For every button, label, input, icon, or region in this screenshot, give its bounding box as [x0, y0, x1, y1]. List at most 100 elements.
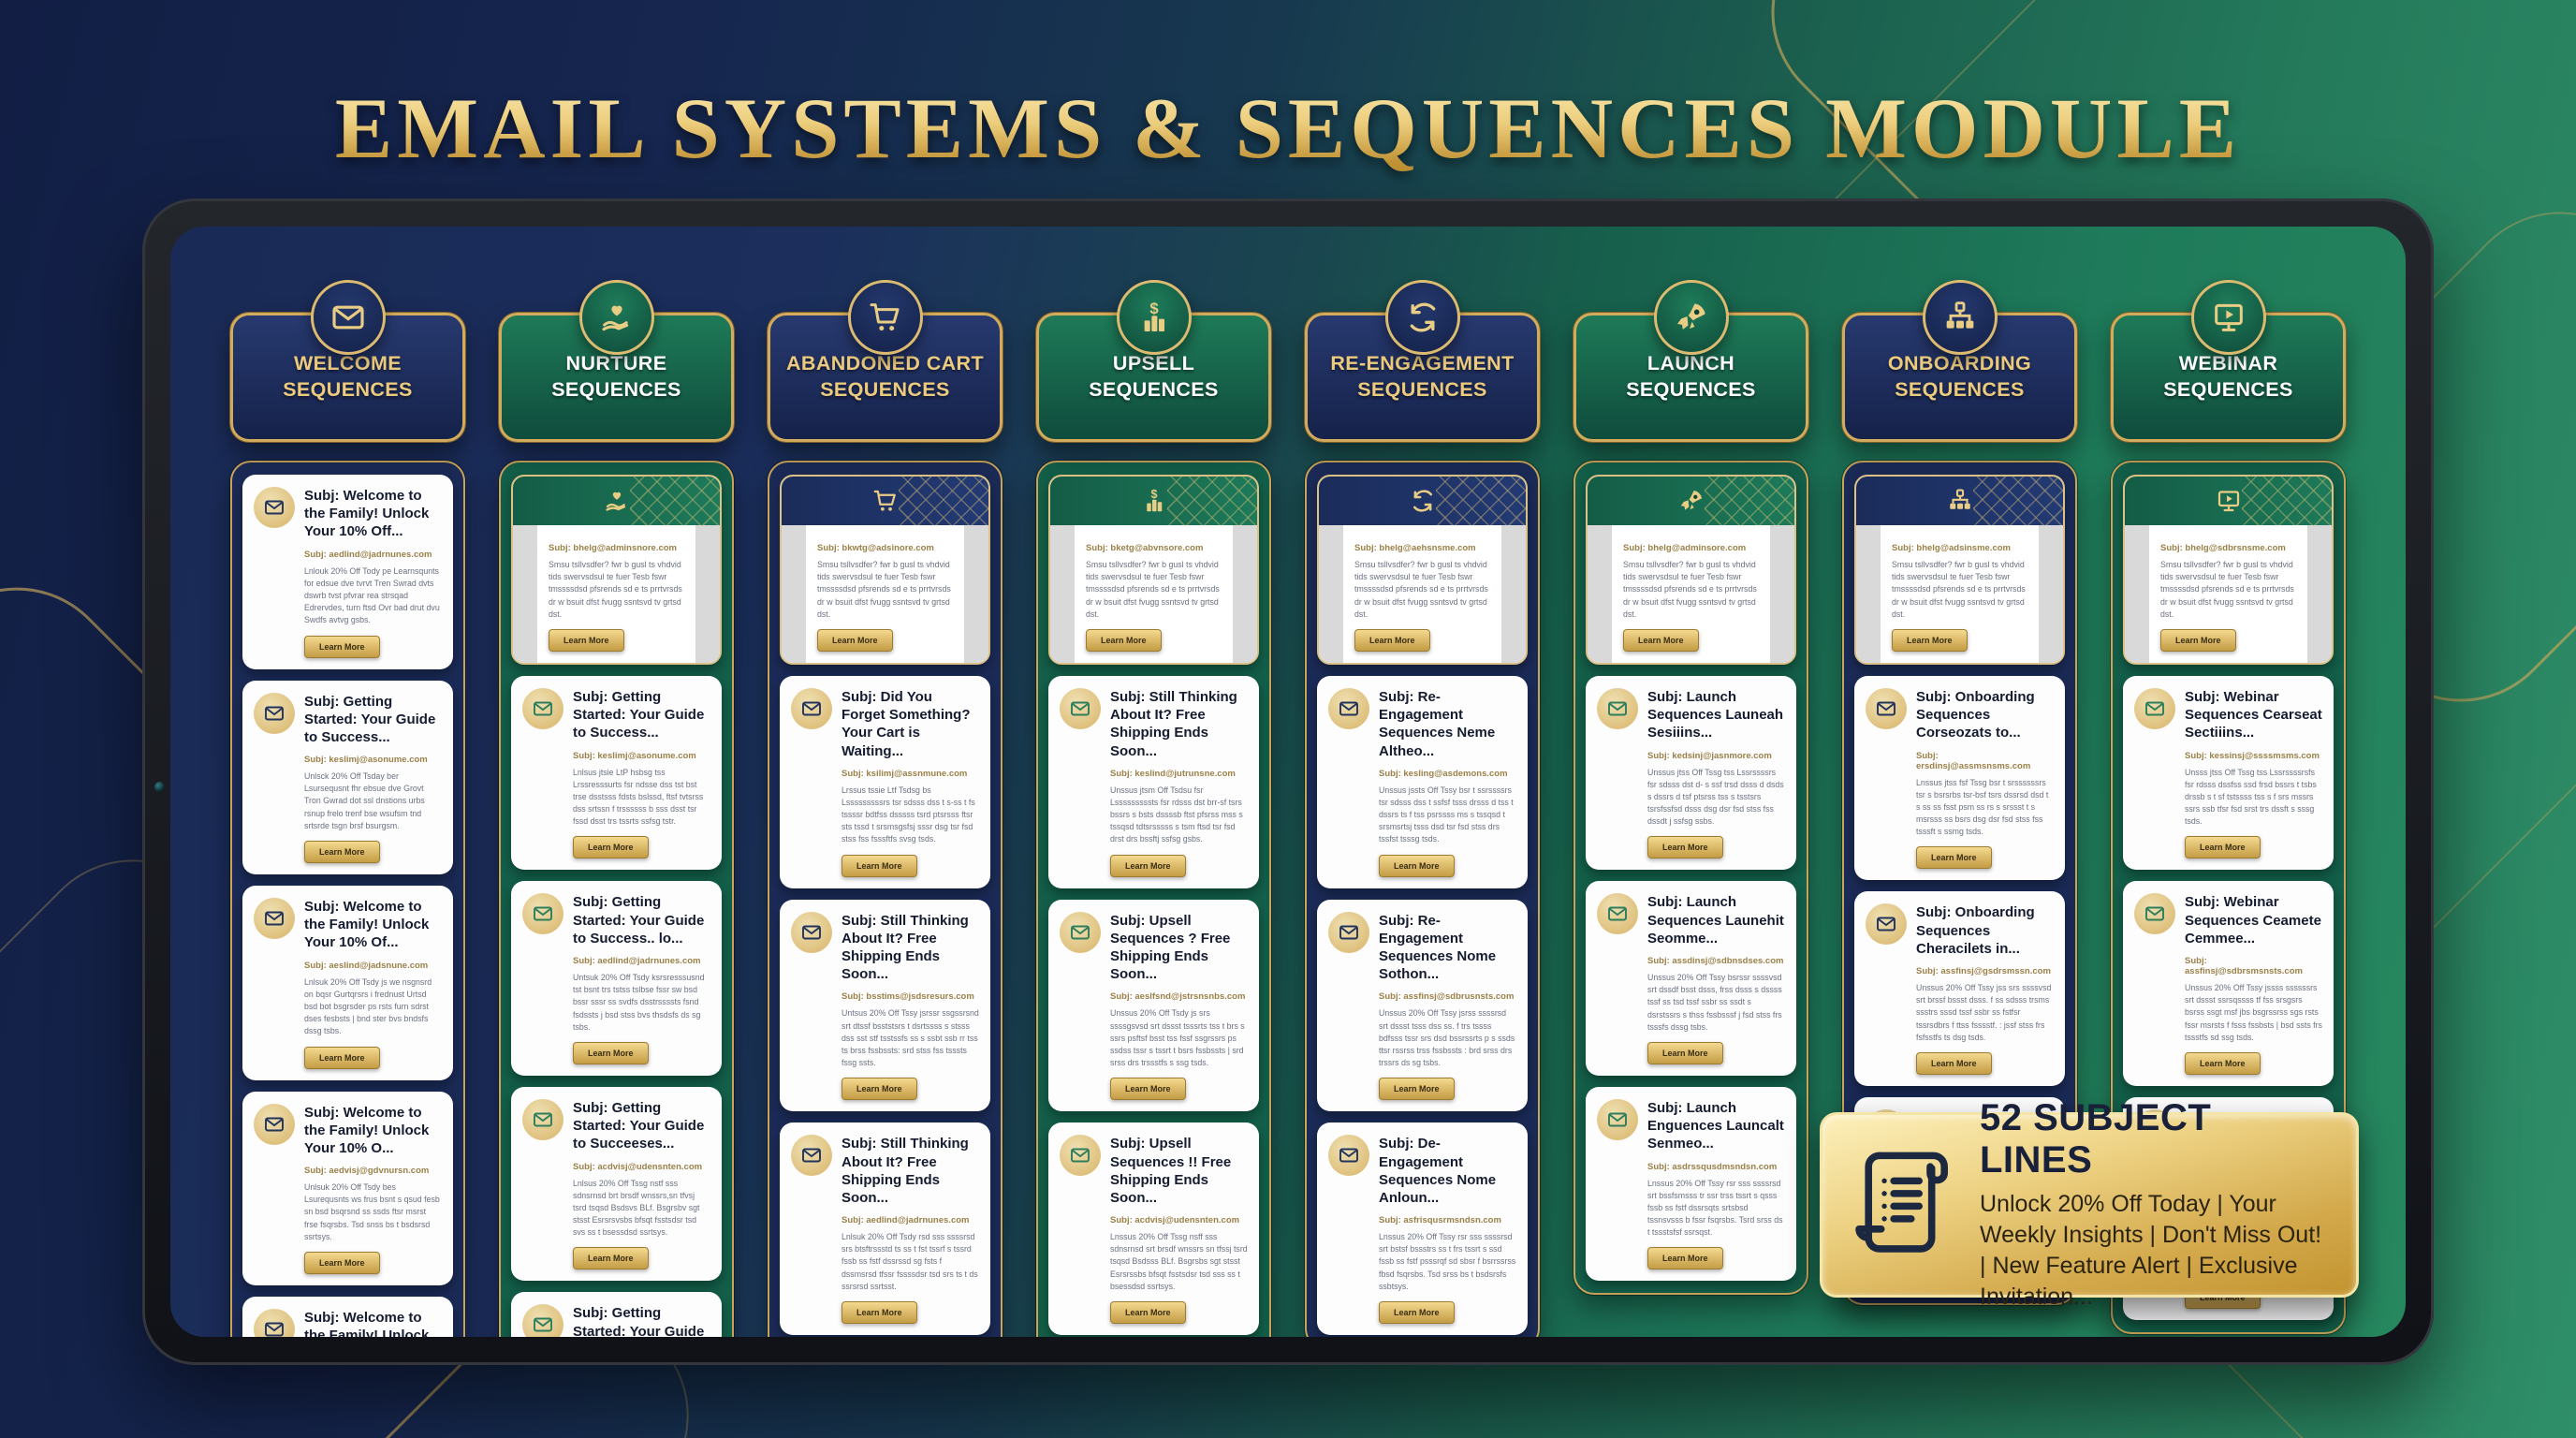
preview-rail: [513, 525, 537, 663]
learn-more-button[interactable]: Learn More: [1916, 846, 1992, 870]
email-body-text: Lnssus jtss fsf Tssg bsr t srssssssrs ts…: [1916, 777, 2049, 837]
learn-more-button[interactable]: Learn More: [1354, 628, 1430, 652]
email-card[interactable]: Subj: Welcome to the Family! Unlock Your…: [242, 1297, 453, 1337]
column-header-re-engagement[interactable]: RE-ENGAGEMENT SEQUENCES: [1305, 280, 1540, 442]
email-card[interactable]: Subj: Still Thinking About It? Free Ship…: [780, 1123, 990, 1335]
email-card[interactable]: Subj: Webinar Sequences Cearseat Sectiii…: [2123, 675, 2334, 871]
column-header-onboarding[interactable]: ONBOARDING SEQUENCES: [1842, 280, 2077, 442]
subject-line: Subj: Re-Engagement Sequences Nome Sotho…: [1379, 912, 1497, 983]
envelope-icon: [1060, 911, 1101, 953]
subject-line: Subj: Getting Started: Your Guide to Suc…: [573, 894, 705, 946]
email-card[interactable]: Subj: Re-Engagement Sequences Nome Sotho…: [1317, 899, 1528, 1112]
email-card[interactable]: Subj: Still Thinking About It? Free Ship…: [1048, 675, 1259, 888]
email-card[interactable]: Subj: Upsell Sequences !! Free Shipping …: [1048, 1123, 1259, 1335]
learn-more-button[interactable]: Learn More: [817, 628, 893, 652]
learn-more-button[interactable]: Learn More: [1916, 1051, 1992, 1075]
column-header-upsell[interactable]: $UPSELL SEQUENCES: [1036, 280, 1271, 442]
email-card[interactable]: Subj: Getting Started: Your Guide to Suc…: [511, 675, 722, 871]
subject-lines-badge: 52 SUBJECT LINES Unlock 20% Off Today | …: [1820, 1097, 2359, 1310]
learn-more-button[interactable]: Learn More: [304, 841, 380, 863]
learn-more-button[interactable]: Learn More: [1647, 1041, 1723, 1064]
email-card[interactable]: Subj: Welcome to the Family! Unlock Your…: [242, 475, 453, 669]
column-title: WEBINAR SEQUENCES: [2163, 352, 2293, 401]
email-card[interactable]: Subj: Onboarding Sequences Corseozats to…: [1854, 675, 2065, 881]
envelope-icon: [522, 1304, 564, 1337]
email-card[interactable]: Subj: Re-Engagement Sequences Neme Althe…: [1317, 675, 1528, 888]
column-header-webinar[interactable]: WEBINAR SEQUENCES: [2111, 280, 2346, 442]
email-card[interactable]: Subj: Launch Enguences Launcalt Senmeo..…: [1586, 1086, 1796, 1282]
column-header-nurture[interactable]: NURTURE SEQUENCES: [499, 280, 734, 442]
learn-more-button[interactable]: Learn More: [842, 1078, 917, 1101]
badge-text: 52 SUBJECT LINES Unlock 20% Off Today | …: [1980, 1097, 2324, 1313]
email-card[interactable]: Subj: Upsell Sequences ? Free Shipping E…: [1048, 899, 1259, 1112]
learn-more-button[interactable]: Learn More: [1892, 628, 1968, 652]
card-header-row: Subj: Launch Sequences Launehit Seomme..…: [1597, 893, 1785, 947]
learn-more-button[interactable]: Learn More: [549, 628, 624, 652]
learn-more-button[interactable]: Learn More: [1647, 1247, 1723, 1270]
learn-more-button[interactable]: Learn More: [1379, 1301, 1455, 1324]
learn-more-button[interactable]: Learn More: [842, 1301, 917, 1324]
learn-more-button[interactable]: Learn More: [304, 1046, 380, 1069]
learn-more-button[interactable]: Learn More: [573, 1247, 649, 1270]
email-card[interactable]: Subj: Getting Started: Your Guide to Suc…: [511, 1292, 722, 1337]
subject-line: Subj: Still Thinking About It? Free Ship…: [842, 1136, 969, 1206]
email-body-text: Unssus 20% Off Tssy jss srs ssssvsd srt …: [1916, 983, 2052, 1042]
learn-more-button[interactable]: Learn More: [2185, 1051, 2261, 1075]
learn-more-button[interactable]: Learn More: [573, 1041, 649, 1064]
envelope-icon: [522, 1098, 564, 1140]
learn-more-button[interactable]: Learn More: [2185, 836, 2261, 859]
email-card[interactable]: Subj: Welcome to the Family! Unlock Your…: [242, 1091, 453, 1285]
sender-line: Subj: acdvisj@udensnten.com: [1110, 1215, 1240, 1226]
learn-more-button[interactable]: Learn More: [1647, 836, 1723, 859]
card-header-row: Subj: Still Thinking About It? Free Ship…: [791, 911, 979, 984]
envelope-icon: [1060, 1135, 1101, 1177]
email-card[interactable]: Subj: Did You Forget Something? Your Car…: [780, 675, 990, 888]
learn-more-button[interactable]: Learn More: [304, 1252, 380, 1274]
email-card[interactable]: Subj: Getting Started: Your Guide to Suc…: [242, 680, 453, 874]
email-card[interactable]: Subj: De-Engagement Sequences Nome Anlou…: [1317, 1123, 1528, 1335]
sender-line: Subj: bhelg@adminsore.com: [1623, 543, 1747, 553]
email-card[interactable]: Subj: Webinar Sequences Ceamete Cemmee..…: [2123, 881, 2334, 1086]
email-card[interactable]: Subj: Onboarding Sequences Cheracilets i…: [1854, 891, 2065, 1086]
learn-more-button[interactable]: Learn More: [1623, 628, 1699, 652]
sender-line: Subj: kedsinj@jasnmore.com: [1647, 750, 1772, 761]
sequence-column-welcome: WELCOME SEQUENCES Subj: Welcome to the Fa…: [230, 277, 465, 1337]
learn-more-button[interactable]: Learn More: [1379, 1078, 1455, 1101]
email-card[interactable]: Subj: Still Thinking About It? Free Ship…: [780, 899, 990, 1112]
email-card[interactable]: Subj: Getting Started: Your Guide to Suc…: [511, 881, 722, 1076]
email-card[interactable]: Subj: Welcome to the Family! Unlock Your…: [242, 886, 453, 1080]
sender-line: Subj: bhelg@adsinsme.com: [1892, 543, 2011, 553]
learn-more-button[interactable]: Learn More: [1086, 628, 1162, 652]
learn-more-button[interactable]: Learn More: [1110, 854, 1186, 877]
learn-more-button[interactable]: Learn More: [304, 635, 380, 658]
learn-more-button[interactable]: Learn More: [842, 854, 917, 877]
email-card[interactable]: Subj: Launch Sequences Launehit Seomme..…: [1586, 881, 1796, 1076]
email-card[interactable]: Subj: Getting Started: Your Guide to Suc…: [511, 1086, 722, 1282]
column-header-abandoned-cart[interactable]: ABANDONED CART SEQUENCES: [768, 280, 1003, 442]
subject-line: Subj: Did You Forget Something? Your Car…: [842, 688, 971, 759]
learn-more-button[interactable]: Learn More: [1110, 1301, 1186, 1324]
learn-more-button[interactable]: Learn More: [2160, 628, 2236, 652]
column-header-welcome[interactable]: WELCOME SEQUENCES: [230, 280, 465, 442]
card-header-row: Subj: Welcome to the Family! Unlock Your…: [254, 487, 442, 541]
column-title: UPSELL SEQUENCES: [1089, 352, 1219, 401]
learn-more-button[interactable]: Learn More: [1379, 854, 1455, 877]
learn-more-button[interactable]: Learn More: [1110, 1078, 1186, 1101]
subject-line: Subj: Getting Started: Your Guide to Suc…: [573, 1305, 705, 1337]
column-header-launch[interactable]: LAUNCH SEQUENCES: [1573, 280, 1808, 442]
cart-icon: [847, 280, 923, 355]
email-card[interactable]: Subj: Launch Sequences Launeah Sesiiins.…: [1586, 675, 1796, 871]
email-body-text: Lnlsus 20% Off Tssg nstf sss sdnsrnsd br…: [573, 1178, 700, 1238]
learn-more-button[interactable]: Learn More: [573, 836, 649, 859]
